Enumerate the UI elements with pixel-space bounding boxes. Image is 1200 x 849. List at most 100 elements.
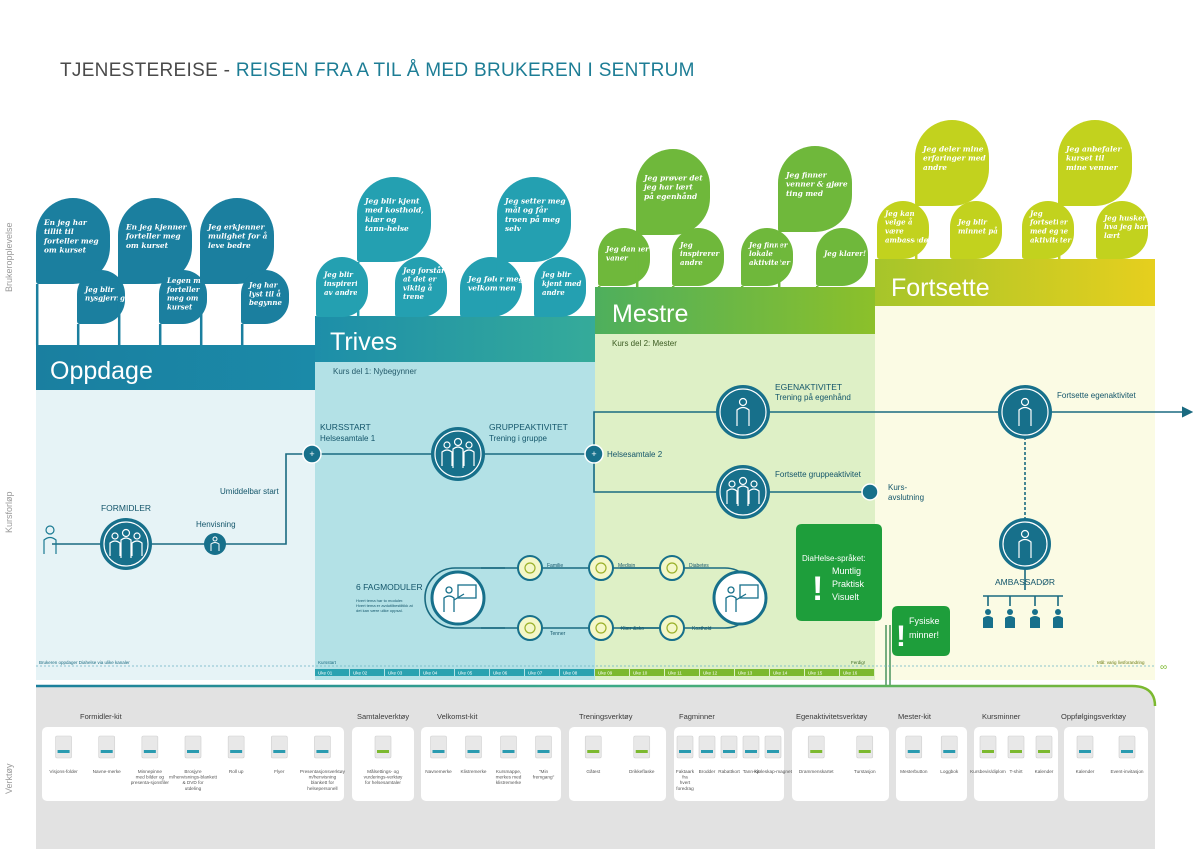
tool-thumbnail-accent (467, 750, 480, 753)
tool-item-label: Tann-kit (743, 769, 760, 774)
module-label: Diabetes (689, 563, 709, 569)
diahelse-item-2: Visuelt (832, 592, 859, 602)
bubble-text: nysgjerrig (85, 294, 125, 303)
tool-thumbnail-icon (270, 735, 288, 759)
phase-oppdage-title: Oppdage (50, 357, 153, 385)
bubble-text: venner & gjøre (786, 180, 848, 189)
week-cell (700, 669, 734, 676)
bubble-text: Jeg erkjenner (206, 223, 265, 232)
tool-thumbnail-icon (430, 735, 447, 759)
group-people-icon (441, 437, 475, 468)
person-icon (1053, 609, 1063, 628)
bubble-mestre-5: Jeg klarer! (815, 228, 868, 287)
tool-thumbnail-icon (633, 735, 651, 759)
tool-thumbnail-accent (907, 750, 920, 753)
tool-group-4: FagminnerFaktaarkfrahvertforedragBrodder… (674, 712, 793, 801)
tool-item-label: Roll up (229, 769, 244, 774)
trening-i-gruppe-label: Trening i gruppe (489, 434, 548, 443)
tool-thumbnail-accent (316, 750, 329, 753)
week-label: Uke 13 (738, 671, 753, 676)
bubble-text: En jeg har (43, 218, 88, 227)
tool-thumbnail-accent (273, 750, 286, 753)
bubble-text: vaner (606, 254, 629, 263)
fysiske-minner-box: ! Fysiske minner! (885, 606, 950, 685)
bubble-text: Jeg anbefaler (1064, 145, 1122, 154)
tool-thumbnail-icon (141, 735, 159, 759)
tool-item-label: Brodder (699, 769, 716, 774)
tool-item-label: fremgang" (533, 775, 555, 780)
bubble-text: Jeg (1028, 209, 1043, 218)
bubble-text: Jeg (678, 240, 693, 249)
module-medisin-icon: Medisin (588, 555, 635, 581)
tool-thumbnail-icon (676, 735, 694, 759)
week-label: Uke 05 (458, 671, 473, 676)
tool-thumbnail-icon (55, 735, 72, 759)
fagmoduler-desc-3: det kan være ulike oppsal. (356, 608, 403, 613)
module-tenner-icon: Tenner (517, 615, 566, 641)
tool-thumbnail-accent (1038, 750, 1050, 753)
tool-item-label: Visjons-folder (49, 769, 78, 774)
egenaktivitet-label: EGENAKTIVITET (775, 382, 842, 392)
tool-thumbnail-icon (905, 735, 923, 759)
trives-subtitle: Kurs del 1: Nybegynner (333, 367, 417, 376)
kursavslutning-node (861, 483, 879, 501)
tool-item-label: med bilder og (136, 775, 165, 780)
module-kosthold-icon: Kosthold (659, 615, 712, 641)
week-cell (315, 669, 349, 676)
tool-thumbnail-accent (982, 750, 994, 753)
kursstart-node: + (302, 444, 322, 464)
week-cell (805, 669, 839, 676)
tool-group-title: Treningsverktøy (579, 712, 633, 721)
tool-thumbnail-accent (187, 750, 199, 753)
tool-thumbnail-accent (767, 750, 779, 753)
week-label: Uke 04 (423, 671, 438, 676)
bubble-text: tann-helse (365, 224, 409, 233)
phase-fortsette-title: Fortsette (891, 274, 990, 302)
ambassador-label: AMBASSADØR (995, 577, 1055, 587)
phase-mestre-title: Mestre (612, 300, 688, 328)
teacher-board-icon (443, 584, 477, 612)
tool-group-title: Kursminner (982, 712, 1021, 721)
helsesamtale1-label: Helsesamtale 1 (320, 434, 376, 443)
tool-item-label: Drammenskartet (799, 769, 834, 774)
week-label: Uke 02 (353, 671, 368, 676)
diahelse-item-1: Praktisk (832, 579, 865, 589)
tool-item-label: Kalender (1076, 769, 1095, 774)
tool-item-label: T-shirt (1009, 769, 1023, 774)
tool-thumbnail-icon (535, 735, 552, 759)
start-person-icon (43, 525, 57, 554)
tool-item-label: Faktaark (676, 769, 695, 774)
bubble-text: meg om (167, 294, 198, 303)
tool-thumbnail-accent (230, 750, 243, 753)
tool-item-label: merkes med (496, 775, 522, 780)
tool-thumbnail-icon (584, 735, 602, 759)
group-people-icon (726, 476, 760, 506)
bubble-text: forteller (166, 285, 201, 294)
fortsette-egen-label: Fortsette egenaktivitet (1057, 391, 1136, 400)
tool-item-label: klistremerke (496, 780, 522, 785)
bubble-text: minnet på (958, 227, 998, 236)
tool-thumbnail-icon (1007, 735, 1025, 759)
tool-item-label: Navne-merke (93, 769, 122, 774)
week-label: Uke 09 (598, 671, 613, 676)
week-label: Uke 07 (528, 671, 543, 676)
tool-item-label: Minnepinne (138, 769, 163, 774)
bubble-text: Legen min (166, 276, 208, 285)
tool-thumbnail-accent (57, 750, 70, 753)
fagmoduler-desc-1: Hvert tema har to moduler. (356, 598, 403, 603)
bubble-text: kjent med (542, 279, 581, 288)
trives-bar (315, 316, 595, 362)
tool-item-label: Drikkeflaske (629, 769, 655, 774)
week-label: Uke 11 (668, 671, 682, 676)
tool-thumbnail-icon (764, 735, 782, 759)
tool-thumbnail-accent (1121, 750, 1133, 753)
diahelse-title: DiaHelse-språket: (802, 554, 866, 563)
phase-trives-title: Trives (330, 328, 397, 356)
